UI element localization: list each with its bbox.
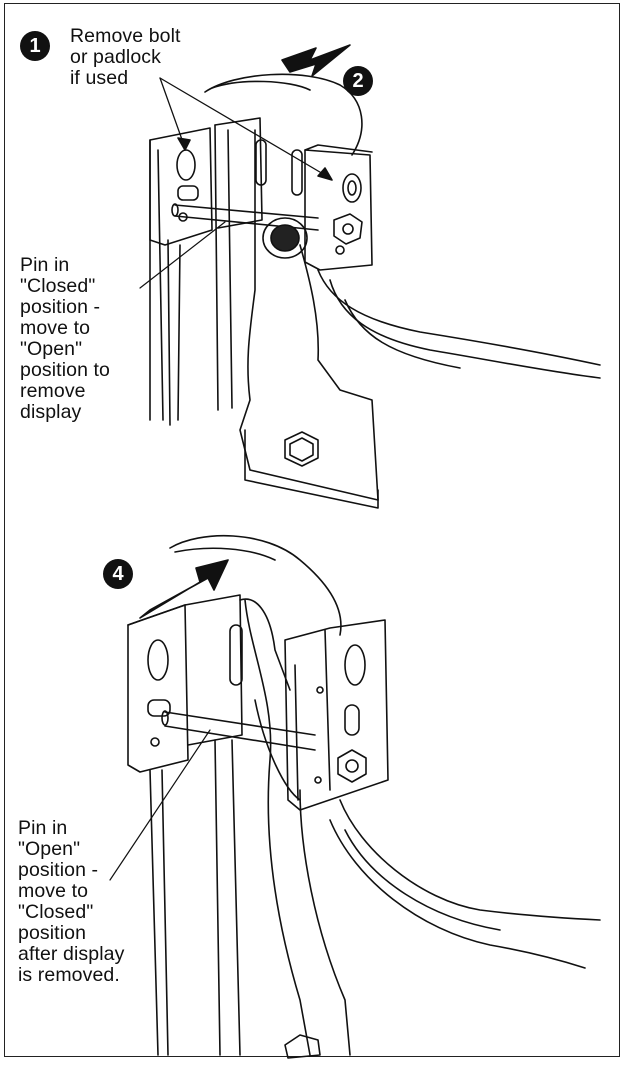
step-4-badge: 4 bbox=[103, 559, 133, 589]
bottom-pin bbox=[164, 711, 316, 736]
bottom-neck-nut bbox=[284, 1034, 321, 1059]
top-left-bolt-hole bbox=[176, 149, 196, 181]
bottom-assembly bbox=[109, 534, 601, 1059]
bottom-push-arrow bbox=[139, 559, 229, 619]
top-assembly bbox=[139, 44, 601, 509]
top-push-arrow bbox=[281, 44, 351, 77]
top-right-bolt-hole bbox=[342, 173, 362, 203]
bottom-right-arm bbox=[339, 799, 601, 921]
bottom-left-bracket bbox=[127, 604, 189, 773]
top-pin bbox=[174, 204, 319, 219]
step-2-badge: 2 bbox=[343, 66, 373, 96]
top-spindle-boss bbox=[262, 217, 308, 259]
diagram-frame bbox=[4, 3, 620, 1057]
top-right-bracket bbox=[304, 149, 373, 271]
bottom-left-bolt-hole bbox=[147, 639, 169, 681]
step-1-badge: 1 bbox=[20, 31, 50, 61]
pin-closed-callout: Pin in "Closed" position - move to "Open… bbox=[20, 254, 110, 423]
bottom-right-nut bbox=[337, 749, 367, 783]
top-neck-nut bbox=[284, 431, 319, 467]
top-neck-plate bbox=[239, 129, 379, 501]
pin-open-callout: Pin in "Open" position - move to "Closed… bbox=[18, 817, 125, 986]
bottom-right-bolt-hole bbox=[344, 644, 366, 686]
bottom-right-bracket bbox=[284, 619, 389, 811]
top-right-arm bbox=[317, 269, 601, 366]
top-round-plate bbox=[204, 73, 363, 156]
bottom-round-plate bbox=[169, 534, 342, 636]
bottom-neck-plate bbox=[244, 599, 311, 1056]
top-right-nut bbox=[333, 213, 363, 245]
step-1-instruction: Remove bolt or padlock if used bbox=[70, 25, 181, 89]
